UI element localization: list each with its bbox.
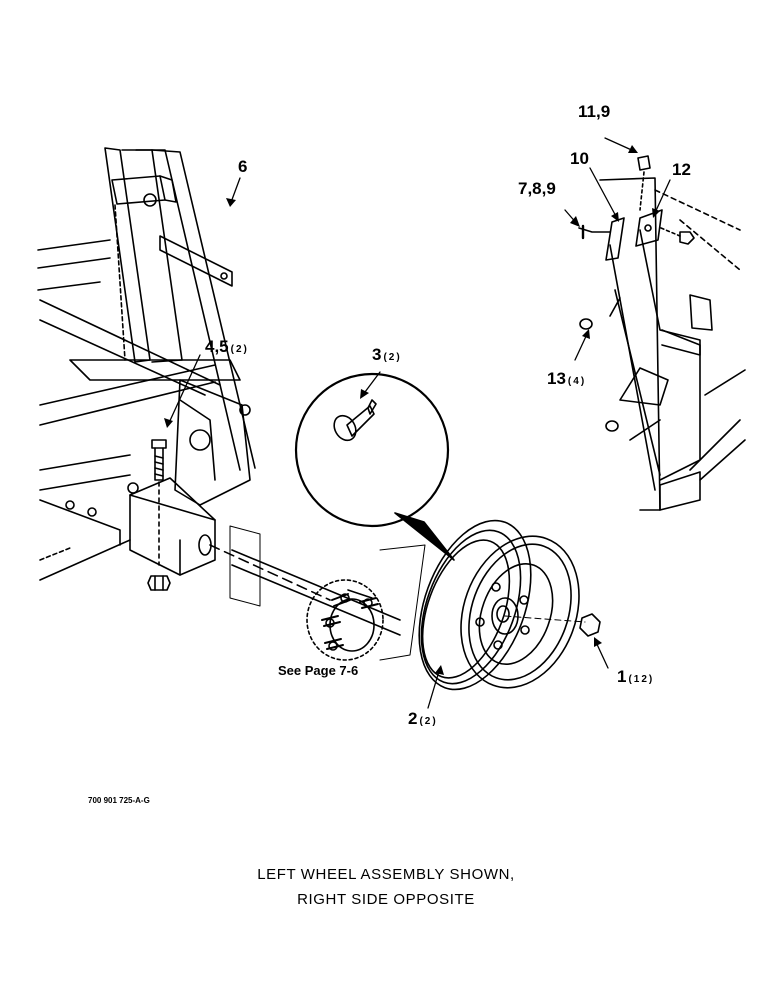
detail-magnifier bbox=[294, 372, 455, 561]
caption-line-1: LEFT WHEEL ASSEMBLY SHOWN, bbox=[257, 866, 515, 883]
callout-11-9: 11,9 bbox=[578, 102, 611, 121]
bolt-4-5 bbox=[147, 439, 171, 591]
axle-shaft bbox=[209, 525, 401, 636]
callout-7-8-9: 7,8,9 bbox=[518, 179, 556, 198]
right-frame bbox=[599, 177, 746, 511]
callout-4-5: 4,5(2) bbox=[205, 337, 249, 356]
leader-panel bbox=[379, 544, 426, 661]
axle-bracket bbox=[127, 379, 251, 576]
lug-nut bbox=[504, 613, 601, 637]
drawing-number: 700 901 725-A-G bbox=[88, 796, 150, 805]
see-page-note: See Page 7-6 bbox=[278, 663, 359, 678]
callout-1: 1(12) bbox=[617, 667, 655, 686]
callout-13: 13(4) bbox=[547, 369, 587, 388]
callout-6: 6 bbox=[238, 157, 248, 176]
wheel-rim bbox=[418, 519, 580, 691]
callout-2: 2(2) bbox=[408, 709, 438, 728]
frame-beams bbox=[37, 239, 241, 581]
wheel-hub bbox=[306, 579, 384, 661]
frame-tower bbox=[104, 147, 256, 471]
arrow-heads bbox=[164, 145, 660, 675]
caption-line-2: RIGHT SIDE OPPOSITE bbox=[297, 891, 475, 908]
callout-12: 12 bbox=[672, 160, 691, 179]
figure-caption: LEFT WHEEL ASSEMBLY SHOWN, RIGHT SIDE OP… bbox=[0, 862, 772, 912]
callout-10: 10 bbox=[570, 149, 589, 168]
callout-3: 3(2) bbox=[372, 345, 402, 364]
jack-hardware bbox=[578, 155, 695, 330]
